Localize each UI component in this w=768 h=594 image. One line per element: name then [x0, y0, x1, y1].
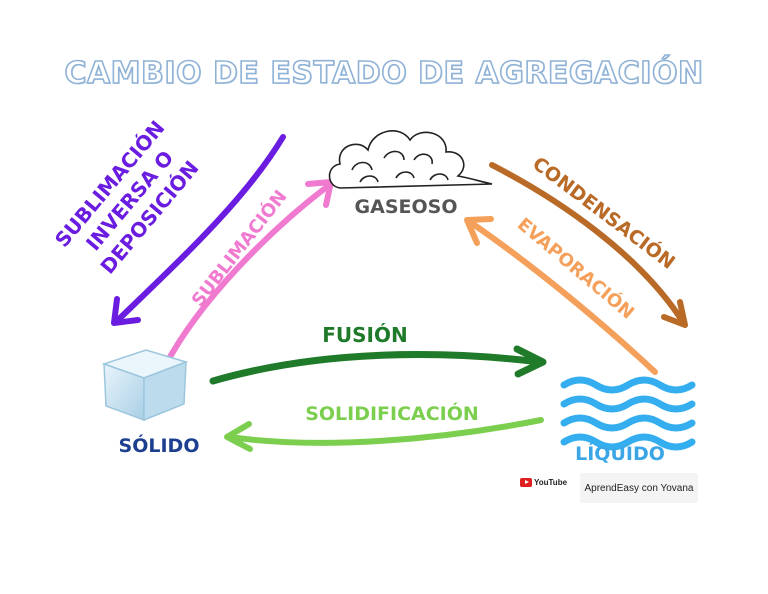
condensation-arrow	[489, 162, 688, 328]
state-label-gas: GASEOSO	[355, 196, 458, 218]
water-waves-icon	[560, 376, 696, 451]
youtube-label: YouTube	[534, 478, 568, 487]
ice-cube-icon	[101, 349, 189, 422]
deposition-arrow	[111, 134, 286, 326]
channel-name: AprendEasy con Yovana	[580, 473, 698, 503]
solidification-arrow	[224, 417, 544, 452]
youtube-logo: YouTube	[520, 478, 567, 487]
youtube-badge: YouTube	[520, 478, 567, 487]
diagram-title: CAMBIO DE ESTADO DE AGREGACIÓN	[64, 55, 704, 92]
fusion-label: FUSIÓN	[322, 323, 408, 347]
deposition-label: SUBLIMACIÓN INVERSA O DEPOSICIÓN	[50, 116, 204, 279]
fusion-arrow	[209, 345, 547, 385]
state-label-liquid: LÍQUIDO	[575, 442, 665, 465]
state-label-solid: SÓLIDO	[119, 433, 200, 457]
solidification-label: SOLIDIFICACIÓN	[305, 401, 479, 425]
sublimation-arrow	[162, 179, 334, 369]
sublimation-label: SUBLIMACIÓN	[187, 186, 292, 311]
evaporation-arrow	[464, 216, 658, 375]
cloud-icon	[328, 130, 493, 189]
youtube-play-icon	[520, 478, 532, 487]
